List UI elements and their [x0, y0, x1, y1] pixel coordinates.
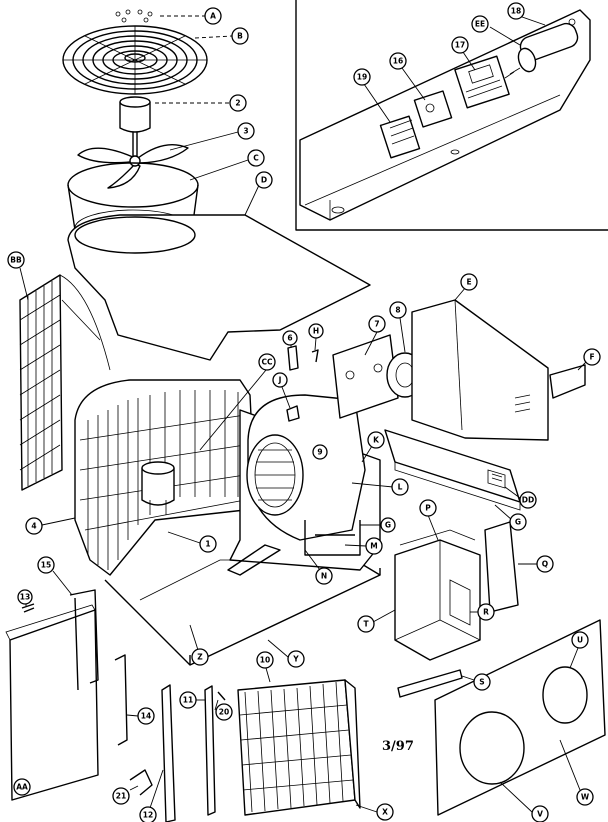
callout-19: 19 — [357, 73, 367, 82]
callout-bb: BB — [10, 256, 22, 265]
callout-e: E — [466, 278, 471, 287]
callout-f: F — [589, 353, 594, 362]
callout-d: D — [261, 176, 267, 185]
callout-c: C — [253, 154, 259, 163]
blower-brackets — [227, 520, 361, 576]
callout-r: R — [483, 608, 489, 617]
panel-f — [549, 364, 586, 399]
front-panel — [434, 619, 606, 816]
callout-l: L — [398, 483, 403, 492]
part-h — [311, 349, 319, 363]
callout-1: 1 — [205, 540, 210, 549]
callout-v: V — [537, 810, 543, 819]
callout-13: 13 — [20, 593, 30, 602]
guard-screws — [115, 9, 153, 23]
control-tray — [384, 429, 521, 511]
date-code: 3/97 — [382, 739, 414, 754]
duct-box — [394, 529, 481, 661]
callout-u: U — [577, 636, 583, 645]
callout-b: B — [237, 32, 243, 41]
part-13 — [21, 603, 35, 613]
callout-g-right: G — [515, 518, 521, 527]
callout-x: X — [382, 808, 388, 817]
compressor — [141, 461, 175, 515]
callout-10: 10 — [260, 656, 270, 665]
callout-t: T — [363, 620, 369, 629]
bracket-11-20 — [204, 685, 226, 816]
bracket-12 — [161, 684, 176, 822]
callout-16: 16 — [393, 57, 403, 66]
callout-circle — [204, 7, 222, 25]
callout-y: Y — [292, 655, 299, 664]
callout-q: Q — [542, 560, 548, 569]
callout-m: M — [370, 542, 377, 551]
callout-6: 6 — [287, 334, 292, 343]
bracket-14 — [114, 654, 128, 746]
callout-p: P — [425, 504, 431, 513]
callout-ee: EE — [475, 20, 485, 29]
callout-14: 14 — [141, 712, 151, 721]
callout-h: H — [313, 327, 319, 336]
callout-z: Z — [197, 653, 203, 662]
callout-21: 21 — [116, 792, 126, 801]
callout-4: 4 — [31, 522, 36, 531]
fan-motor — [119, 96, 151, 160]
callout-3: 3 — [243, 127, 248, 136]
coil-10 — [237, 679, 361, 816]
top-cover — [67, 214, 371, 361]
bracket-15 — [69, 589, 99, 691]
callout-8: 8 — [395, 306, 400, 315]
blower-motor-mount — [332, 334, 399, 419]
part-j — [286, 405, 300, 422]
part-6 — [287, 345, 299, 371]
control-panel-inset — [295, 0, 608, 231]
callout-7: 7 — [374, 320, 379, 329]
callout-g-middle: G — [385, 521, 391, 530]
callout-11: 11 — [183, 696, 193, 705]
callout-12: 12 — [143, 811, 153, 820]
base-pan — [104, 559, 381, 666]
callout-k: K — [373, 436, 380, 445]
fan-guard — [62, 25, 208, 95]
callout-dd: DD — [522, 496, 534, 505]
callouts: A B 2 3 C D BB EE 18 17 — [7, 2, 601, 822]
callout-aa: AA — [16, 783, 28, 792]
callout-j: J — [278, 376, 282, 385]
blower-housing — [246, 394, 366, 541]
callout-20: 20 — [219, 708, 229, 717]
callout-18: 18 — [511, 7, 521, 16]
callout-w: W — [581, 793, 590, 802]
access-panel-e — [411, 299, 549, 441]
callout-15: 15 — [41, 561, 51, 570]
callout-s: S — [479, 678, 484, 687]
coil-guard-grille — [19, 274, 111, 491]
side-panel — [5, 604, 99, 801]
panel-q — [484, 521, 519, 613]
rail-s — [397, 669, 463, 698]
callout-cc: CC — [261, 358, 273, 367]
callout-9: 9 — [317, 448, 322, 457]
clip-21 — [129, 769, 153, 796]
callout-a: A — [210, 12, 216, 21]
callout-n: N — [321, 572, 327, 581]
callout-17: 17 — [455, 41, 465, 50]
fan-blade — [77, 144, 189, 189]
callout-2: 2 — [235, 99, 240, 108]
